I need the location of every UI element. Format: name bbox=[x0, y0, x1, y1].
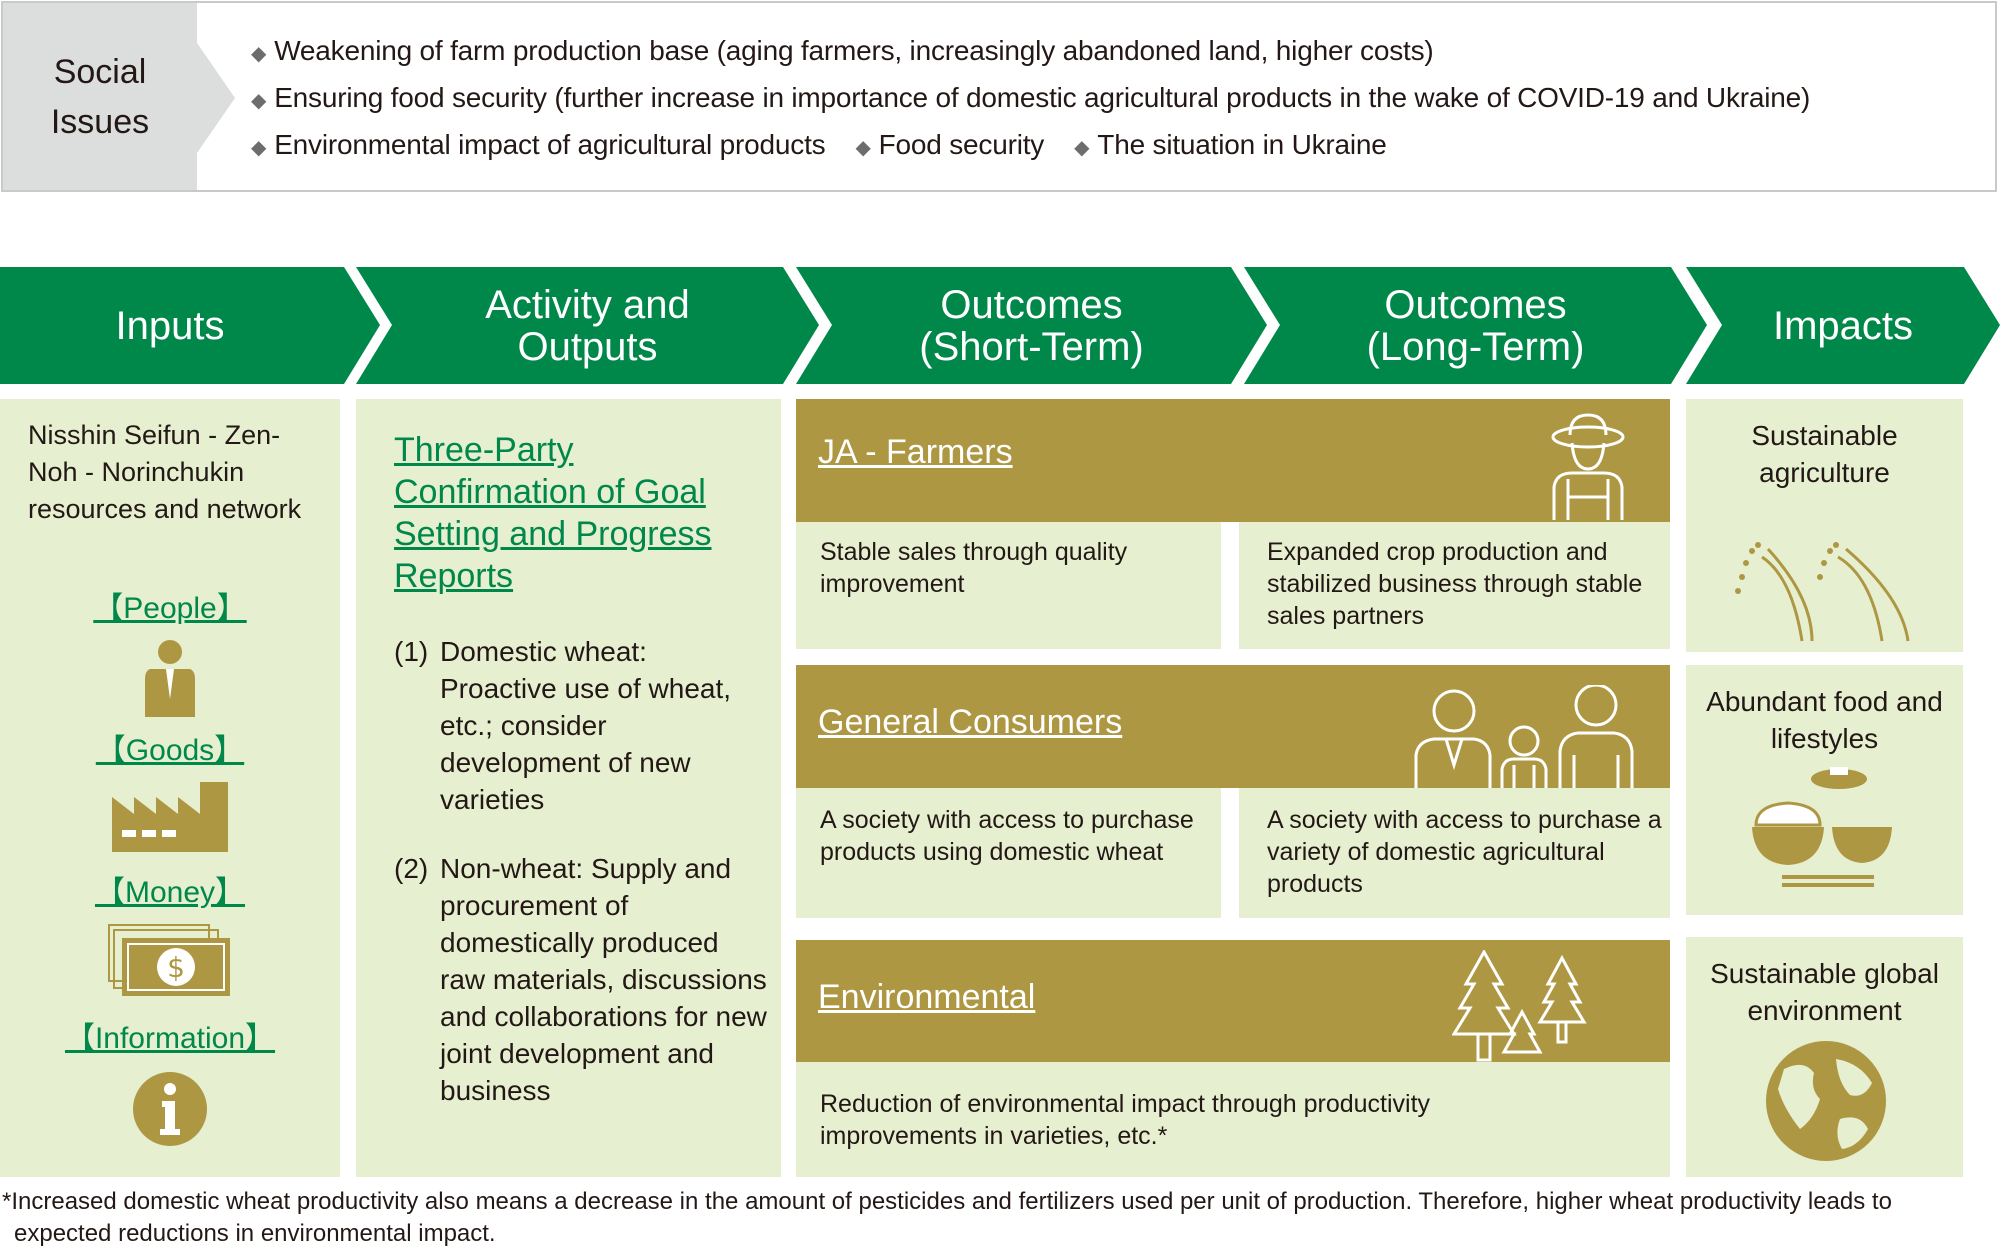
rice-plant-icon bbox=[1735, 542, 1910, 642]
issue-text: Ensuring food security (further increase… bbox=[274, 82, 1811, 113]
environmental-link[interactable]: Environmental bbox=[818, 978, 1036, 1016]
chevron-shape bbox=[1244, 267, 1707, 384]
item-number: (2) bbox=[394, 853, 429, 884]
chevron-shape bbox=[0, 267, 380, 384]
globe-icon bbox=[1766, 1041, 1886, 1161]
ja-farmers-link[interactable]: JA - Farmers bbox=[818, 433, 1013, 471]
chevron-shape bbox=[796, 267, 1267, 384]
issue-item: ◆ Environmental impact of agricultural pr… bbox=[251, 129, 1417, 161]
header-line: Outcomes bbox=[940, 282, 1123, 327]
information-link[interactable]: 【Information】 bbox=[64, 1022, 276, 1055]
family-icon bbox=[1414, 685, 1634, 788]
impact-text: Sustainable agriculture bbox=[1751, 420, 1898, 488]
header-text: Outcomes(Long-Term) bbox=[1367, 284, 1585, 368]
people-link[interactable]: 【People】 bbox=[93, 592, 247, 625]
environmental-header: Environmental bbox=[796, 940, 1670, 1062]
social-issues-label: Social Issues bbox=[3, 3, 197, 190]
trees-icon bbox=[1452, 950, 1587, 1062]
header-short-term: Outcomes(Short-Term) bbox=[796, 267, 1267, 384]
issue-text: Environmental impact of agricultural pro… bbox=[274, 129, 826, 160]
farmer-icon bbox=[1551, 413, 1625, 520]
impact-text: Abundant food and lifestyles bbox=[1706, 686, 1943, 754]
consumers-header: General Consumers bbox=[796, 665, 1670, 788]
inputs-panel: Nisshin Seifun - Zen-Noh - Norinchukin r… bbox=[0, 399, 340, 1177]
food-bowls-icon bbox=[1752, 767, 1892, 887]
activity-item-2: Non-wheat: Supply and procurement of dom… bbox=[440, 853, 767, 1106]
header-line: (Long-Term) bbox=[1366, 324, 1585, 369]
social-issues-panel: Social Issues ◆ Weakening of farm product… bbox=[1, 1, 1997, 192]
consumers-short-term: A society with access to purchase produc… bbox=[796, 788, 1221, 918]
farmers-short-term: Stable sales through quality improvement bbox=[796, 522, 1221, 649]
footnote: *Increased domestic wheat productivity a… bbox=[2, 1188, 1892, 1247]
impact-text: Sustainable global environment bbox=[1710, 958, 1939, 1026]
label-line: Issues bbox=[50, 102, 150, 141]
header-text: Impacts bbox=[1772, 303, 1914, 348]
issue-item: ◆ Weakening of farm production base (agin… bbox=[251, 35, 1464, 67]
impact-global-environment: Sustainable global environment bbox=[1686, 937, 1963, 1177]
farmers-header: JA - Farmers bbox=[796, 399, 1670, 522]
inputs-text: Nisshin Seifun - Zen-Noh - Norinchukin r… bbox=[28, 420, 302, 524]
factory-icon bbox=[112, 782, 228, 852]
outcome-text: Expanded crop production and stabilized … bbox=[1267, 538, 1643, 630]
diamond-bullet-icon: ◆ bbox=[855, 137, 871, 159]
environmental-outcome: Reduction of environmental impact throug… bbox=[796, 1062, 1670, 1177]
issue-item: ◆ Ensuring food security (further increas… bbox=[251, 82, 1840, 114]
general-consumers-link[interactable]: General Consumers bbox=[818, 703, 1123, 741]
three-party-confirmation-link[interactable]: Three-Party Confirmation of Goal Setting… bbox=[394, 431, 712, 595]
header-impacts: Impacts bbox=[1686, 267, 2000, 384]
header-line: Outputs bbox=[517, 324, 658, 369]
diamond-bullet-icon: ◆ bbox=[251, 90, 267, 112]
issue-text: The situation in Ukraine bbox=[1097, 129, 1387, 160]
outcome-text: A society with access to purchase produc… bbox=[820, 806, 1194, 866]
header-long-term: Outcomes(Long-Term) bbox=[1244, 267, 1707, 384]
money-link[interactable]: 【Money】 bbox=[94, 876, 246, 909]
outcome-text: Stable sales through quality improvement bbox=[820, 538, 1128, 598]
person-icon bbox=[145, 640, 195, 717]
issue-text: Food security bbox=[878, 129, 1045, 160]
issue-text: Weakening of farm production base (aging… bbox=[274, 35, 1434, 66]
item-number: (1) bbox=[394, 636, 429, 667]
activity-item-1: Domestic wheat: Proactive use of wheat, … bbox=[440, 636, 732, 815]
header-line: Activity and bbox=[485, 282, 690, 327]
diamond-bullet-icon: ◆ bbox=[251, 43, 267, 65]
label-line: Social bbox=[53, 52, 147, 91]
money-icon: $ bbox=[108, 924, 230, 996]
impact-abundant-food: Abundant food and lifestyles bbox=[1686, 665, 1963, 915]
svg-text:$: $ bbox=[167, 951, 185, 984]
diamond-bullet-icon: ◆ bbox=[1074, 137, 1090, 159]
chevron-shape bbox=[1686, 267, 2000, 384]
header-line: Outcomes bbox=[1384, 282, 1567, 327]
header-text: Inputs bbox=[115, 303, 225, 348]
farmers-long-term: Expanded crop production and stabilized … bbox=[1239, 522, 1670, 649]
diamond-bullet-icon: ◆ bbox=[251, 137, 267, 159]
outcome-text: A society with access to purchase a vari… bbox=[1267, 806, 1662, 898]
information-icon bbox=[133, 1072, 207, 1146]
arrow-shape bbox=[197, 43, 235, 153]
impact-sustainable-agriculture: Sustainable agriculture bbox=[1686, 399, 1963, 652]
header-text: Outcomes(Short-Term) bbox=[919, 284, 1143, 368]
chevron-shape bbox=[356, 267, 819, 384]
consumers-long-term: A society with access to purchase a vari… bbox=[1239, 788, 1670, 918]
activity-panel: Three-Party Confirmation of Goal Setting… bbox=[356, 399, 781, 1177]
goods-link[interactable]: 【Goods】 bbox=[95, 734, 245, 767]
header-line: (Short-Term) bbox=[919, 324, 1144, 369]
outcome-text: Reduction of environmental impact throug… bbox=[820, 1090, 1431, 1150]
header-inputs: Inputs bbox=[0, 267, 380, 384]
